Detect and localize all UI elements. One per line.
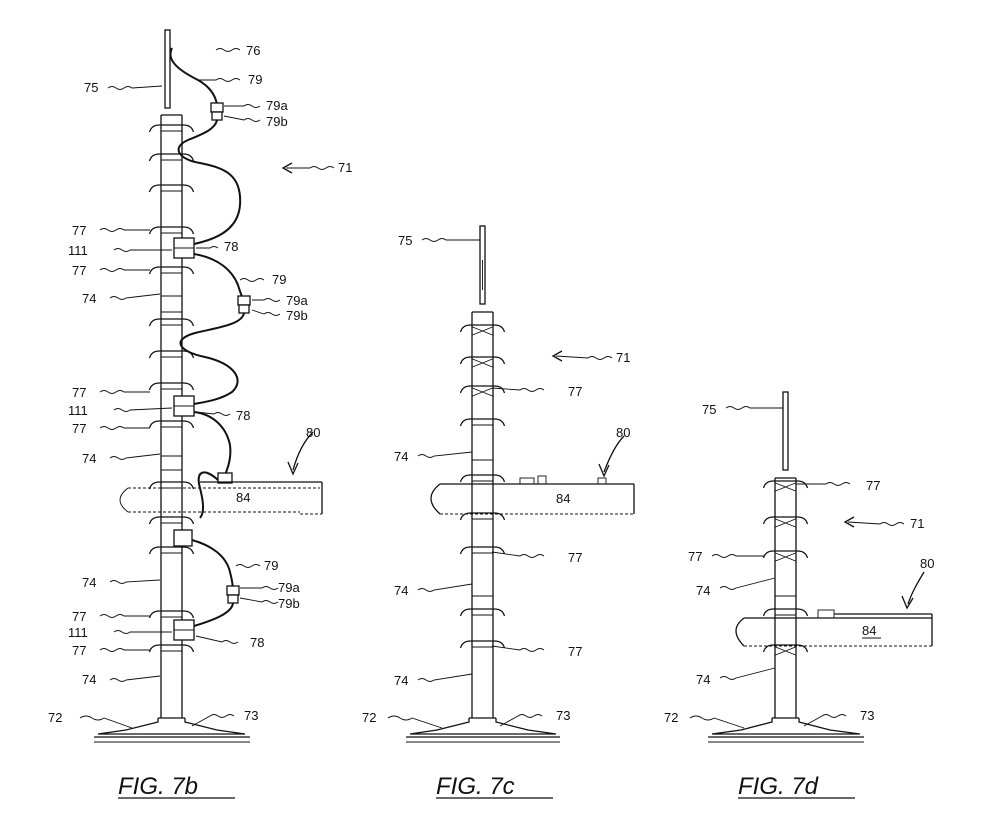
label-clamp: 77 bbox=[72, 263, 86, 278]
label-section: 74 bbox=[696, 583, 710, 598]
label-assembly: 71 bbox=[910, 516, 924, 531]
label-clamp: 77 bbox=[568, 384, 582, 399]
label-cable-b: 79b bbox=[278, 596, 300, 611]
caption-fig-7b: FIG. 7b bbox=[118, 773, 198, 800]
label-junction: 78 bbox=[224, 239, 238, 254]
figure-7d: 75 77 71 77 80 74 84 74 72 73 FIG. 7d bbox=[664, 391, 934, 800]
label-platform: 80 bbox=[920, 556, 934, 571]
label-cable-b: 79b bbox=[286, 308, 308, 323]
label-cable: 79 bbox=[272, 272, 286, 287]
label-section: 74 bbox=[82, 672, 96, 687]
label-mount: 111 bbox=[68, 243, 88, 258]
label-section: 74 bbox=[394, 583, 408, 598]
caption-fig-7d: FIG. 7d bbox=[738, 773, 819, 800]
label-bracket: 84 bbox=[862, 623, 876, 638]
label-clamp: 77 bbox=[568, 550, 582, 565]
label-clamp: 77 bbox=[866, 478, 880, 493]
label-section: 74 bbox=[696, 672, 710, 687]
label-clamp: 77 bbox=[72, 643, 86, 658]
label-foot: 73 bbox=[556, 708, 570, 723]
label-bracket: 84 bbox=[556, 491, 570, 506]
label-junction: 78 bbox=[236, 408, 250, 423]
platform-7b bbox=[119, 431, 323, 515]
label-base: 72 bbox=[664, 710, 678, 725]
label-section: 74 bbox=[82, 451, 96, 466]
label-cable-a: 79a bbox=[286, 293, 308, 308]
clamps-7d bbox=[762, 480, 809, 656]
label-clamp: 77 bbox=[72, 385, 86, 400]
label-platform: 80 bbox=[306, 425, 320, 440]
platform-7c bbox=[430, 435, 635, 515]
leaders-7b bbox=[79, 48, 335, 729]
figure-7c: 75 71 77 80 74 84 77 74 77 74 72 73 FIG.… bbox=[362, 225, 635, 800]
label-clamp: 77 bbox=[568, 644, 582, 659]
base-7d bbox=[708, 717, 864, 743]
antenna-7b bbox=[164, 29, 171, 109]
label-cable: 79 bbox=[264, 558, 278, 573]
labels-7d: 75 77 71 77 80 74 84 74 72 73 FIG. 7d bbox=[664, 402, 934, 800]
antenna-7c bbox=[479, 225, 486, 305]
label-section: 74 bbox=[82, 291, 96, 306]
base-7b bbox=[94, 717, 250, 743]
antenna-7d bbox=[782, 391, 789, 471]
label-antenna: 75 bbox=[398, 233, 412, 248]
mast-7c bbox=[471, 311, 494, 718]
label-mount: 111 bbox=[68, 625, 88, 640]
junction-boxes-7b bbox=[173, 237, 195, 641]
label-clamp: 77 bbox=[72, 421, 86, 436]
label-cable: 79 bbox=[248, 72, 262, 87]
label-section: 74 bbox=[394, 449, 408, 464]
label-base: 72 bbox=[48, 710, 62, 725]
label-platform: 80 bbox=[616, 425, 630, 440]
label-base: 72 bbox=[362, 710, 376, 725]
label-bracket: 84 bbox=[236, 490, 250, 505]
base-7c bbox=[406, 717, 560, 743]
leaders-7c bbox=[387, 238, 613, 729]
label-section: 74 bbox=[82, 575, 96, 590]
label-assembly: 71 bbox=[616, 350, 630, 365]
caption-fig-7c: FIG. 7c bbox=[436, 773, 515, 800]
label-junction: 78 bbox=[250, 635, 264, 650]
label-tip: 76 bbox=[246, 43, 260, 58]
clamps-7c bbox=[459, 324, 506, 649]
labels-7b: 76 75 79 79a 79b 71 77 111 78 77 79 74 7… bbox=[48, 43, 352, 800]
label-clamp: 77 bbox=[72, 609, 86, 624]
figure-7b: 76 75 79 79a 79b 71 77 111 78 77 79 74 7… bbox=[48, 29, 352, 800]
label-mount: 111 bbox=[68, 403, 88, 418]
leaders-7d bbox=[689, 406, 905, 729]
clamps-7b bbox=[148, 124, 195, 653]
label-assembly: 71 bbox=[338, 160, 352, 175]
label-antenna: 75 bbox=[702, 402, 716, 417]
platform-7d bbox=[735, 571, 933, 647]
label-cable-b: 79b bbox=[266, 114, 288, 129]
mast-7d bbox=[774, 477, 797, 718]
label-foot: 73 bbox=[860, 708, 874, 723]
label-foot: 73 bbox=[244, 708, 258, 723]
label-antenna: 75 bbox=[84, 80, 98, 95]
label-cable-a: 79a bbox=[278, 580, 300, 595]
label-cable-a: 79a bbox=[266, 98, 288, 113]
label-clamp: 77 bbox=[72, 223, 86, 238]
label-clamp: 77 bbox=[688, 549, 702, 564]
labels-7c: 75 71 77 80 74 84 77 74 77 74 72 73 FIG.… bbox=[362, 233, 630, 800]
label-section: 74 bbox=[394, 673, 408, 688]
